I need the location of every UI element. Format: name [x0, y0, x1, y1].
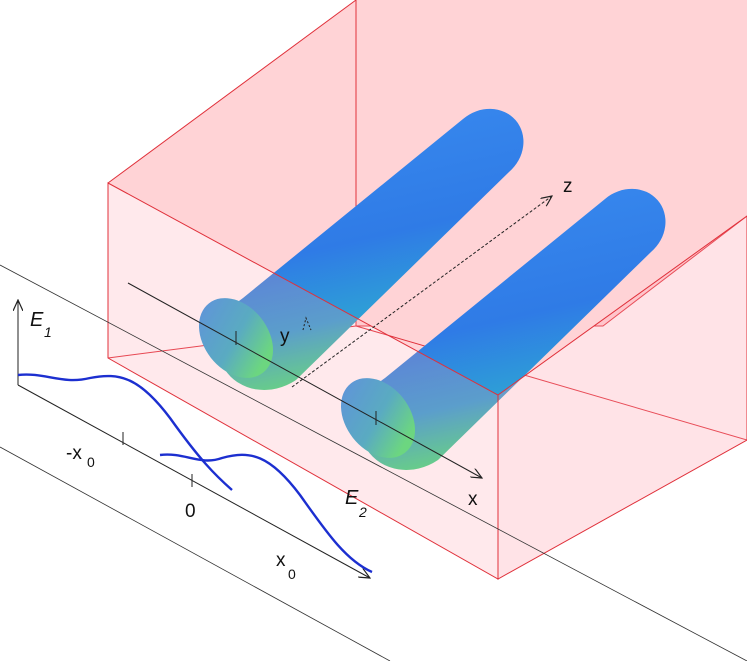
svg-text:E: E	[30, 309, 44, 331]
field-profile-plot	[0, 264, 747, 661]
coordinate-axes	[127, 196, 552, 478]
plot-baseline	[17, 384, 370, 578]
z-axis	[291, 196, 552, 388]
svg-text:2: 2	[358, 504, 367, 520]
svg-text:1: 1	[44, 324, 52, 340]
cylinder-right	[340, 188, 666, 470]
guide-line	[0, 264, 747, 661]
e2-label: E 2	[345, 487, 367, 520]
e1-label: E 1	[30, 309, 52, 340]
neg-x0-label: -x 0	[66, 443, 95, 470]
field-curve-e2	[159, 453, 373, 574]
x-axis-label: x	[468, 489, 478, 510]
origin-label: 0	[185, 501, 196, 522]
box-edge	[355, 325, 747, 441]
z-axis-label: z	[563, 176, 573, 197]
dielectric-box-front	[107, 0, 747, 580]
svg-text:0: 0	[87, 454, 95, 470]
y-axis-label: y	[280, 326, 290, 347]
x-axis	[127, 282, 482, 478]
box-edge	[107, 0, 357, 184]
box-right-face	[497, 215, 747, 580]
guide-line	[0, 446, 391, 661]
svg-text:0: 0	[288, 566, 296, 582]
y-axis-arrow	[302, 316, 312, 331]
pos-x0-label: x 0	[276, 550, 296, 582]
svg-text:x: x	[276, 550, 286, 571]
field-curve-e1	[17, 373, 233, 491]
svg-text:E: E	[345, 487, 359, 509]
svg-text:-x: -x	[66, 443, 82, 464]
